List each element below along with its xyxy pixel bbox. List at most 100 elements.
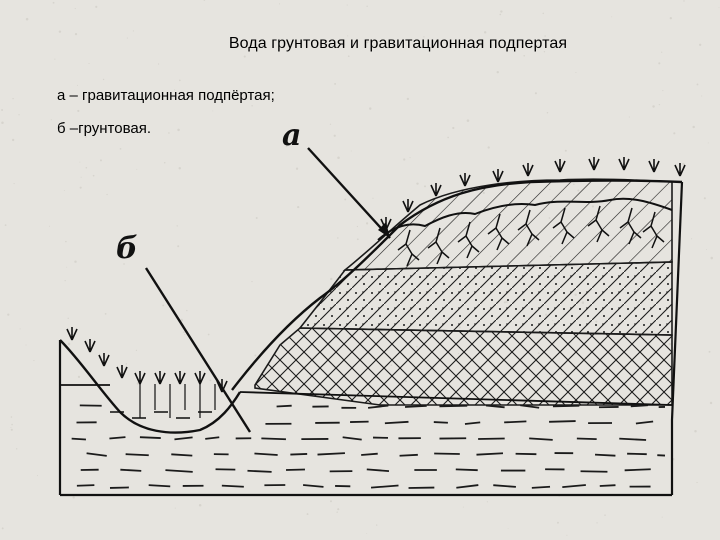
label-b: б bbox=[116, 231, 138, 266]
water-dash bbox=[404, 404, 427, 408]
grass-tuft-icon bbox=[194, 371, 206, 385]
grass-tuft-icon bbox=[98, 353, 110, 367]
frame-right bbox=[670, 181, 684, 421]
paper-speck bbox=[85, 166, 88, 169]
paper-speck bbox=[255, 217, 258, 220]
paper-speck bbox=[180, 318, 183, 322]
paper-speck bbox=[543, 51, 546, 53]
paper-speck bbox=[369, 107, 372, 110]
paper-speck bbox=[123, 263, 125, 265]
water-dash bbox=[86, 452, 107, 457]
paper-speck bbox=[705, 249, 707, 250]
water-table-line bbox=[239, 391, 673, 406]
paper-speck bbox=[11, 423, 13, 426]
paper-speck bbox=[162, 304, 165, 307]
paper-speck bbox=[356, 238, 359, 241]
water-dash bbox=[399, 453, 418, 457]
grass-tuft-icon bbox=[588, 157, 600, 171]
water-dash bbox=[247, 469, 272, 473]
paper-speck bbox=[661, 516, 663, 518]
water-dash bbox=[635, 420, 654, 425]
water-dash bbox=[290, 453, 308, 456]
grass-tuft-icon bbox=[84, 339, 96, 353]
water-dash bbox=[254, 452, 278, 456]
paper-speck bbox=[372, 197, 374, 199]
paper-speck bbox=[329, 123, 332, 125]
legend-item-b: б –грунтовая. bbox=[57, 120, 152, 137]
paper-speck bbox=[295, 167, 299, 170]
paper-speck bbox=[10, 427, 12, 428]
grass-tuft-icon bbox=[154, 371, 166, 385]
paper-speck bbox=[575, 71, 577, 73]
water-dash bbox=[384, 420, 409, 425]
water-dash bbox=[529, 437, 553, 441]
paper-speck bbox=[176, 225, 178, 227]
paper-speck bbox=[329, 500, 332, 503]
perched-water-boundary bbox=[377, 197, 673, 241]
paper-speck bbox=[102, 78, 105, 81]
paper-speck bbox=[694, 430, 697, 433]
grass-tuft-icon bbox=[459, 173, 471, 187]
water-dash bbox=[562, 484, 586, 489]
water-dash bbox=[165, 469, 193, 473]
paper-speck bbox=[710, 256, 714, 260]
paper-speck bbox=[183, 331, 185, 334]
plant-roots bbox=[397, 205, 665, 267]
paper-speck bbox=[79, 161, 81, 163]
paper-speck bbox=[507, 528, 509, 530]
water-dash bbox=[439, 404, 468, 408]
crosshatch-grid-layer bbox=[254, 327, 673, 406]
paper-speck bbox=[126, 37, 128, 39]
paper-speck bbox=[177, 245, 180, 248]
paper-speck bbox=[104, 312, 107, 315]
paper-speck bbox=[178, 167, 181, 170]
topsoil-layer bbox=[342, 178, 673, 271]
paper-speck bbox=[67, 317, 69, 320]
paper-speck bbox=[365, 222, 369, 225]
paper-speck bbox=[452, 126, 455, 130]
paper-speck bbox=[119, 147, 122, 150]
paper-speck bbox=[334, 82, 337, 85]
paper-speck bbox=[79, 186, 82, 189]
paper-speck bbox=[542, 12, 544, 15]
paper-speck bbox=[12, 97, 14, 100]
paper-speck bbox=[658, 62, 661, 65]
water-dash bbox=[139, 436, 161, 439]
paper-speck bbox=[521, 172, 523, 174]
paper-speck bbox=[209, 379, 212, 382]
paper-speck bbox=[499, 13, 502, 16]
water-dash bbox=[342, 436, 362, 441]
paper-speck bbox=[157, 63, 160, 65]
paper-speck bbox=[699, 43, 702, 46]
paper-speck bbox=[63, 189, 65, 191]
paper-speck bbox=[611, 16, 613, 18]
water-dash bbox=[370, 484, 399, 489]
water-dash bbox=[576, 437, 597, 441]
paper-speck bbox=[184, 333, 186, 336]
dotted-layer bbox=[298, 261, 673, 336]
paper-speck bbox=[558, 496, 560, 497]
paper-speck bbox=[136, 382, 140, 385]
paper-speck bbox=[596, 522, 598, 524]
paper-speck bbox=[72, 496, 75, 499]
paper-speck bbox=[376, 524, 378, 526]
root-icon bbox=[427, 227, 450, 265]
water-dash bbox=[493, 484, 516, 488]
paper-speck bbox=[251, 280, 253, 283]
paper-speck bbox=[337, 237, 339, 239]
paper-speck bbox=[212, 110, 214, 112]
paper-speck bbox=[403, 158, 406, 161]
water-dash bbox=[109, 436, 126, 440]
water-dash bbox=[599, 484, 616, 487]
water-dash bbox=[504, 420, 527, 424]
paper-speck bbox=[356, 225, 359, 228]
paper-speck bbox=[546, 112, 549, 114]
paper-speck bbox=[67, 342, 71, 346]
legend-item-a: а – гравитационная подпёртая; bbox=[57, 87, 275, 104]
paper-speck bbox=[500, 10, 503, 13]
paper-speck bbox=[99, 159, 102, 162]
paper-speck bbox=[243, 55, 246, 58]
paper-speck bbox=[466, 119, 470, 122]
